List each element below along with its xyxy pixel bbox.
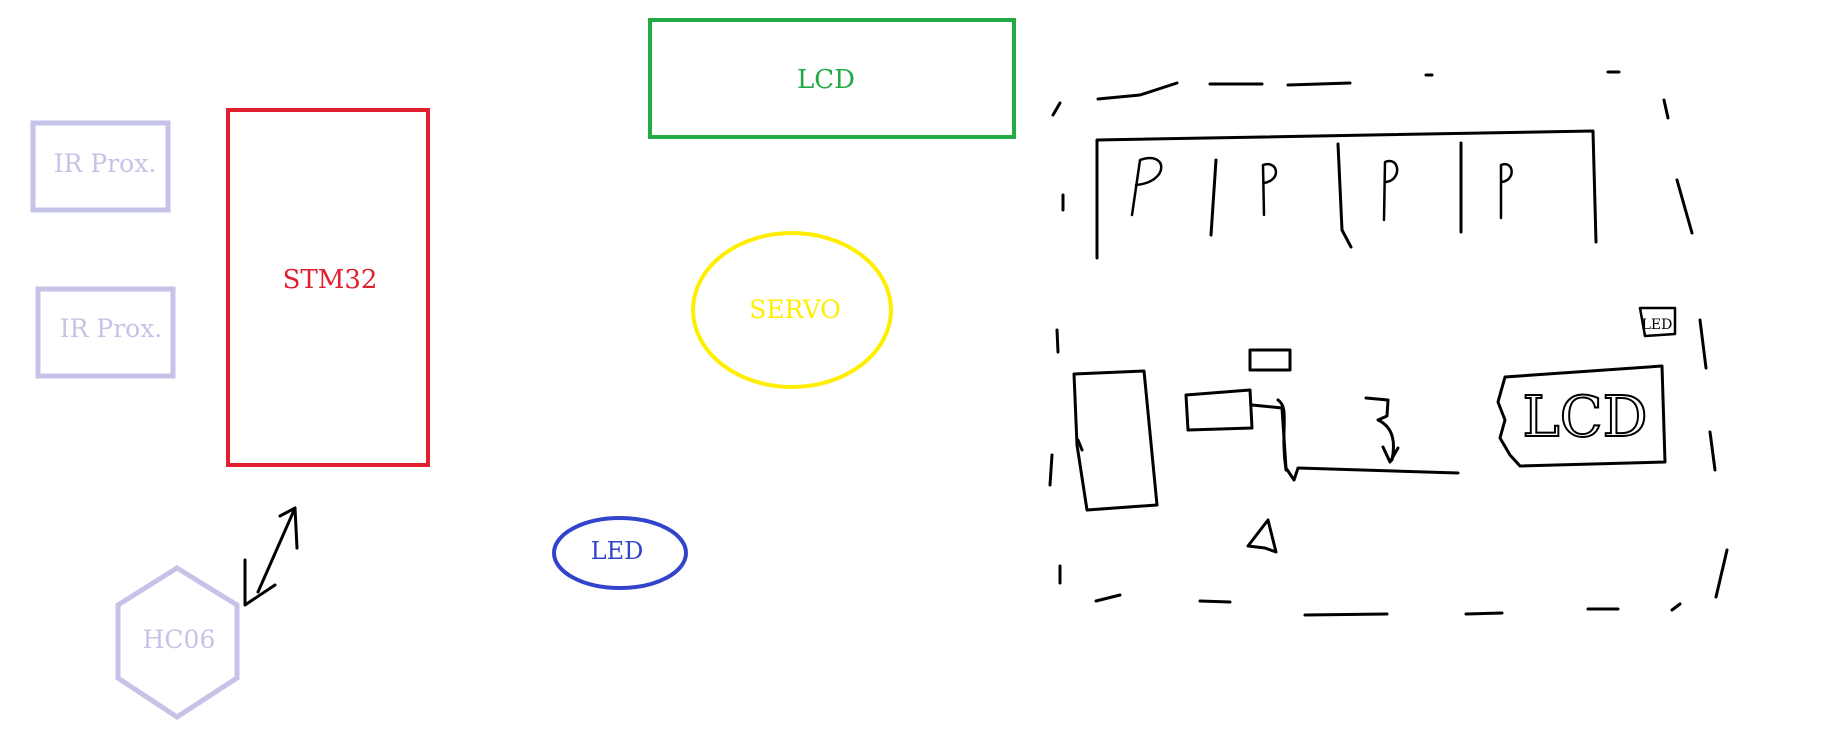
hc06-block: HC06 <box>115 565 240 720</box>
bidirectional-arrow <box>243 506 299 607</box>
sketch-entrance-block <box>1072 369 1159 512</box>
sketch-outer-boundary <box>1048 70 1729 617</box>
arrow-head-bottom <box>243 558 277 607</box>
lcd-label: LCD <box>797 65 855 95</box>
ir-sensor-bottom: IR Prox. <box>35 286 176 379</box>
servo-block: SERVO <box>691 231 893 389</box>
sketch-lcd-box <box>1496 364 1667 468</box>
servo-ellipse <box>691 231 893 389</box>
led-label: LED <box>591 537 644 565</box>
ir-sensor-top-box <box>30 120 171 213</box>
servo-label: SERVO <box>749 295 840 324</box>
sketch-led-box <box>1638 306 1677 338</box>
led-ellipse <box>552 516 688 590</box>
sketch-entrance-tick <box>1076 438 1084 452</box>
stm32-box <box>226 108 430 467</box>
arrow-shaft <box>256 506 297 594</box>
sketch-sensor-rect <box>1248 348 1292 372</box>
sketch-triangle-marker <box>1246 518 1278 554</box>
arrow-head-top <box>278 506 299 550</box>
ir-sensor-top: IR Prox. <box>30 120 171 213</box>
stm32-label: STM32 <box>283 265 378 295</box>
ir-sensor-bottom-label: IR Prox. <box>60 314 163 343</box>
led-block: LED <box>552 516 688 590</box>
parking-sketch <box>1048 70 1729 617</box>
sketch-lcd-label: LCD <box>1523 385 1648 450</box>
lcd-box <box>648 18 1016 139</box>
sketch-parking-bays <box>1095 129 1598 260</box>
ir-sensor-top-label: IR Prox. <box>54 149 157 178</box>
sketch-barrier-knob <box>1276 398 1288 472</box>
sketch-direction-mark <box>1364 396 1395 462</box>
sketch-direction-arrowhead <box>1381 445 1400 464</box>
sketch-barrier-line <box>1250 403 1460 482</box>
lcd-block: LCD <box>648 18 1016 139</box>
stm32-block: STM32 <box>226 108 430 467</box>
hc06-label: HC06 <box>143 625 216 654</box>
sketch-p-marks <box>1130 156 1513 222</box>
hc06-hexagon <box>115 565 240 720</box>
ir-sensor-bottom-box <box>35 286 176 379</box>
sketch-led-label: LED <box>1642 317 1673 333</box>
sketch-barrier-arm <box>1184 388 1254 432</box>
